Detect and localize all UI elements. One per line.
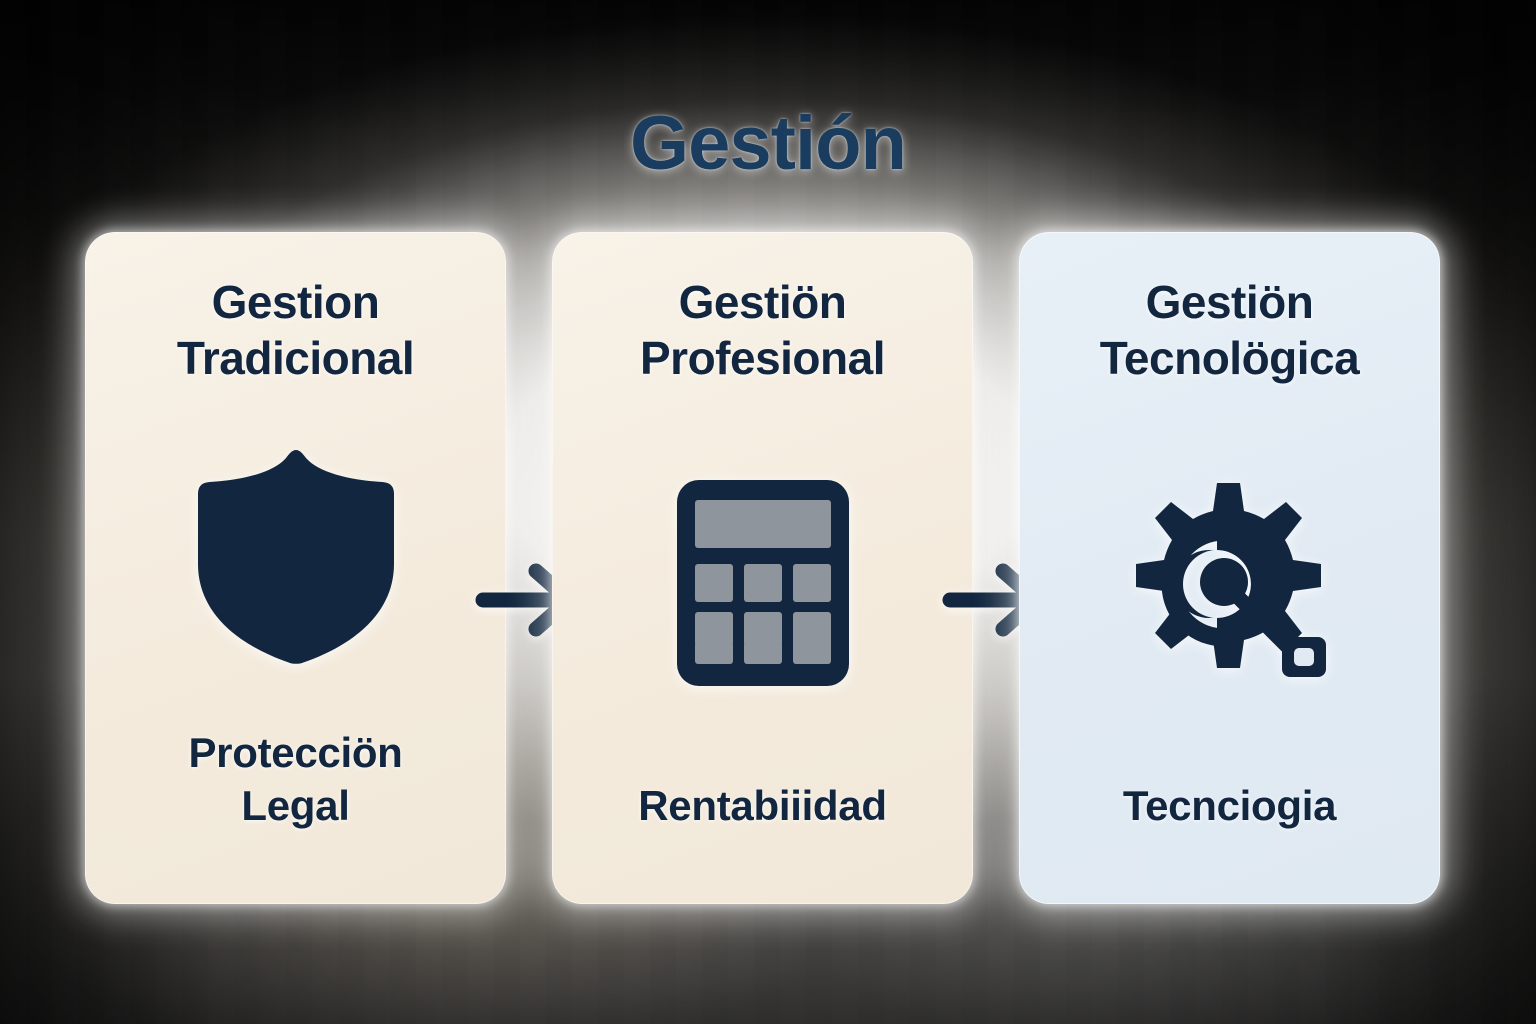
card-icon-slot-profesional	[552, 386, 973, 779]
card-gestion-tradicional[interactable]: Gestion Tradicional Protecciön Legal	[85, 232, 506, 904]
gear-wrench-icon	[1122, 477, 1338, 689]
connector-gap-2	[942, 232, 1044, 904]
card-gestion-profesional[interactable]: Gestiön Profesional	[552, 232, 973, 904]
cards-row: Gestion Tradicional Protecciön Legal	[85, 232, 1451, 904]
page-title: Gestión	[630, 101, 907, 186]
card-label-profesional: Rentabiiidad	[638, 781, 887, 829]
card-title-profesional: Gestiön Profesional	[639, 276, 886, 385]
card-icon-slot-tecnologica	[1019, 386, 1440, 779]
card-icon-slot-tradicional	[85, 386, 506, 727]
card-label-tradicional: Protecciön Legal	[188, 729, 403, 829]
card-title-tradicional: Gestion Tradicional	[176, 276, 415, 385]
card-label-tecnologica: Tecnciogia	[1122, 781, 1337, 829]
shield-icon	[196, 446, 396, 668]
calculator-icon	[675, 478, 851, 688]
card-gestion-tecnologica[interactable]: Gestiön Tecnolögica	[1019, 232, 1440, 904]
card-title-tecnologica: Gestiön Tecnolögica	[1099, 276, 1360, 385]
connector-gap-1	[475, 232, 577, 904]
